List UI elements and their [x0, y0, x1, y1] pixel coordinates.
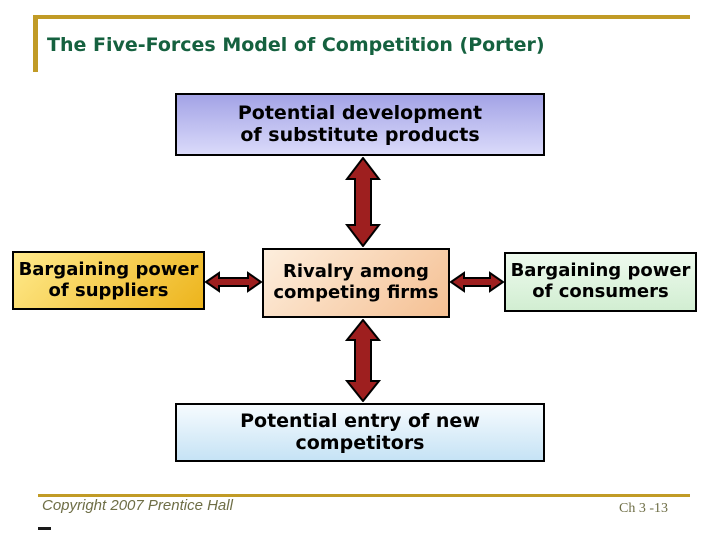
- box-consumer-power: Bargaining power of consumers: [504, 252, 697, 312]
- footer-copyright: Copyright 2007 Prentice Hall: [42, 497, 233, 514]
- slide-title: The Five-Forces Model of Competition (Po…: [47, 34, 545, 56]
- title-gold-bar: [33, 15, 38, 72]
- box-consumer-power-label: Bargaining power of consumers: [510, 260, 691, 302]
- double-arrow-vertical-icon: [345, 319, 381, 402]
- footer-page-label: Ch 3 -13: [619, 501, 668, 516]
- box-new-entrants-label: Potential entry of new competitors: [240, 409, 480, 454]
- box-rivalry-label: Rivalry among competing firms: [273, 261, 439, 303]
- top-gold-rule: [33, 15, 690, 19]
- footer-dash: [38, 527, 51, 530]
- double-arrow-horizontal-icon: [205, 271, 262, 293]
- footer-gold-rule: [38, 494, 690, 497]
- box-substitute-products-label: Potential development of substitute prod…: [237, 101, 483, 146]
- box-supplier-power: Bargaining power of suppliers: [12, 251, 205, 310]
- double-arrow-horizontal-icon: [450, 271, 504, 293]
- box-supplier-power-label: Bargaining power of suppliers: [18, 258, 199, 301]
- box-new-entrants: Potential entry of new competitors: [175, 403, 545, 462]
- box-rivalry: Rivalry among competing firms: [262, 248, 450, 318]
- double-arrow-vertical-icon: [345, 157, 381, 247]
- box-substitute-products: Potential development of substitute prod…: [175, 93, 545, 156]
